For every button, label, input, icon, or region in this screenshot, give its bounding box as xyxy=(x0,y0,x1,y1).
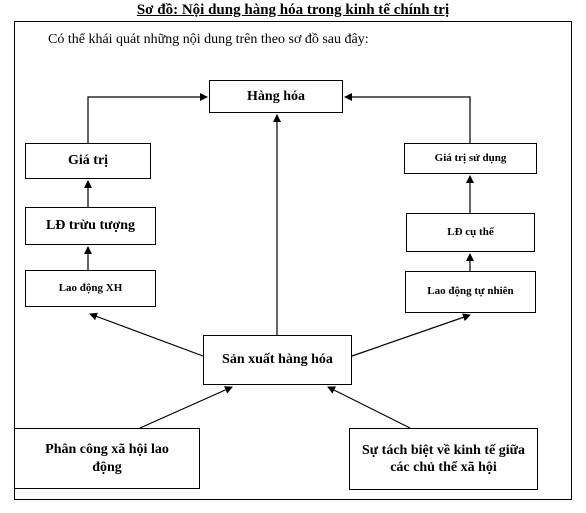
node-ld-cu-the: LĐ cụ thể xyxy=(406,213,535,252)
node-ld-truu-tuong: LĐ trừu tượng xyxy=(25,207,156,245)
node-lao-dong-xh: Lao động XH xyxy=(25,270,156,307)
node-hang-hoa: Hàng hóa xyxy=(209,80,343,113)
node-phan-cong-xa-hoi-lao-dong: Phân công xã hội lao động xyxy=(14,428,200,489)
node-phan-cong-label: Phân công xã hội lao động xyxy=(45,442,169,475)
node-su-tach-biet-label: Sự tách biệt về kinh tế giữa các chủ thể… xyxy=(361,442,526,476)
arrow-gia-tri-to-hang-hoa xyxy=(87,93,208,143)
node-ld-truu-tuong-label: LĐ trừu tượng xyxy=(45,218,136,234)
arrow-san-xuat-to-lao-dong-xh xyxy=(89,312,204,357)
arrow-su-tach-biet-to-san-xuat xyxy=(327,386,411,429)
arrow-phan-cong-to-san-xuat xyxy=(139,386,233,429)
node-gia-tri: Giá trị xyxy=(25,143,151,179)
diagram-frame xyxy=(14,21,572,500)
diagram-title: Sơ đồ: Nội dung hàng hóa trong kinh tế c… xyxy=(136,2,450,18)
node-gia-tri-su-dung-label: Giá trị sử dụng xyxy=(434,151,507,164)
arrow-gia-tri-su-dung-to-hang-hoa xyxy=(344,93,471,143)
node-san-xuat-hang-hoa: Sản xuất hàng hóa xyxy=(203,335,352,385)
node-su-tach-biet-ve-kinh-te: Sự tách biệt về kinh tế giữa các chủ thể… xyxy=(349,428,538,490)
arrow-san-xuat-to-lao-dong-tu-nhien xyxy=(351,313,471,357)
node-lao-dong-xh-label: Lao động XH xyxy=(58,281,123,294)
node-gia-tri-label: Giá trị xyxy=(68,153,109,169)
node-ld-cu-the-label: LĐ cụ thể xyxy=(447,225,494,238)
intro-text: Có thể khái quát những nội dung trên the… xyxy=(48,32,369,47)
node-hang-hoa-label: Hàng hóa xyxy=(247,88,305,104)
node-lao-dong-tu-nhien: Lao động tự nhiên xyxy=(405,271,536,313)
node-gia-tri-su-dung: Giá trị sử dụng xyxy=(404,143,537,174)
node-san-xuat-hang-hoa-label: Sản xuất hàng hóa xyxy=(222,352,333,368)
node-lao-dong-tu-nhien-label: Lao động tự nhiên xyxy=(427,285,514,298)
